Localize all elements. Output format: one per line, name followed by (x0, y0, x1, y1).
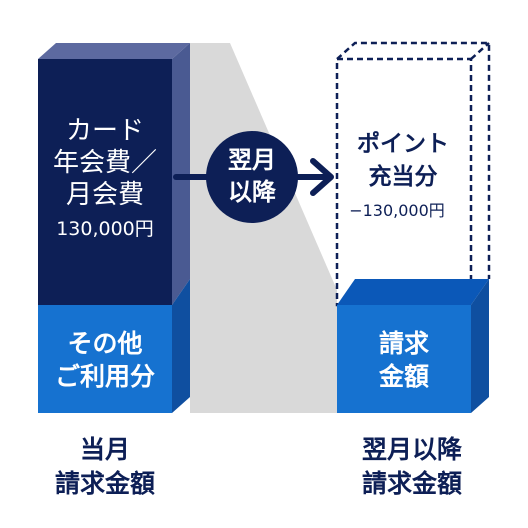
right-caption-line-1: 翌月以降 (362, 435, 463, 464)
left-bar-top-face (38, 43, 190, 59)
right-bar-top-face (337, 279, 489, 305)
billing-label-line-2: 金額 (378, 362, 429, 391)
right-bar: ポイント 充当分 −130,000円 請求 金額 (335, 41, 491, 413)
left-bar: カード 年会費／ 月会費 130,000円 その他 ご利用分 (38, 43, 190, 413)
points-amount: −130,000円 (349, 201, 445, 220)
arrow-head (310, 158, 334, 196)
points-label-line-2: 充当分 (369, 163, 438, 190)
right-bar-blue-side (471, 279, 489, 413)
card-fee-label-line-1: カード (66, 116, 144, 146)
right-caption-line-2: 請求金額 (362, 469, 462, 498)
arrow-label-line-1: 翌月 (228, 146, 276, 174)
billing-label-line-1: 請求 (379, 329, 429, 358)
next-month-arrow: 翌月 以降 (173, 131, 334, 223)
other-usage-label-line-2: ご利用分 (55, 362, 155, 391)
card-fee-block (38, 59, 172, 305)
points-label-line-1: ポイント (357, 130, 449, 157)
other-usage-label-line-1: その他 (67, 329, 142, 358)
card-fee-amount: 130,000円 (56, 218, 154, 240)
points-dashed-box (335, 41, 491, 307)
arrow-label-line-2: 以降 (228, 178, 277, 206)
card-fee-label-line-2: 年会費／ (53, 148, 157, 178)
other-usage-block (38, 305, 172, 413)
left-caption-line-1: 当月 (80, 435, 130, 464)
transfer-band (190, 43, 337, 413)
left-bar-blue-side (172, 279, 190, 413)
left-caption-line-2: 請求金額 (55, 469, 155, 498)
arrow-label-circle (206, 131, 298, 223)
card-fee-label-line-3: 月会費 (66, 180, 144, 210)
billing-block (337, 305, 471, 413)
